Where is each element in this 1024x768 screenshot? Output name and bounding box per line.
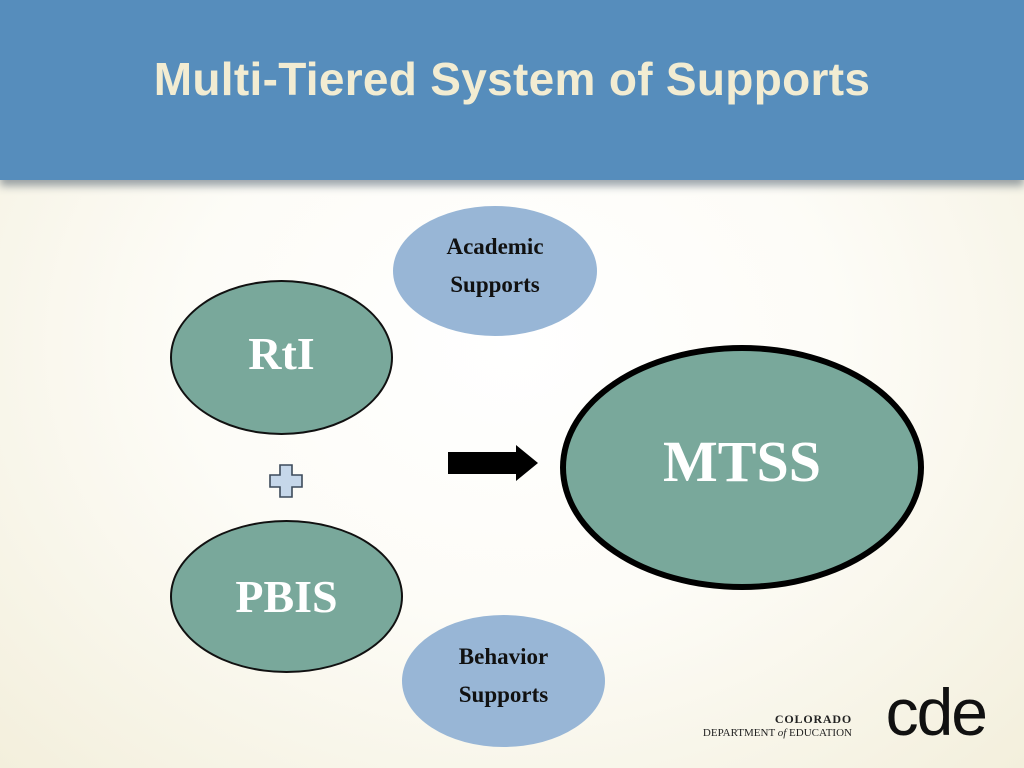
rti-label: RtI	[248, 328, 315, 379]
academic-line-2: Supports	[450, 272, 540, 297]
mtss-node: MTSS	[560, 345, 924, 590]
logo-cde-mark: cde	[885, 675, 988, 749]
logo-department-text: DEPARTMENT of EDUCATION	[702, 727, 852, 739]
mtss-label: MTSS	[663, 429, 821, 494]
plus-icon	[269, 464, 303, 498]
pbis-label: PBIS	[235, 571, 338, 622]
academic-line-1: Academic	[446, 234, 544, 259]
slide-title: Multi-Tiered System of Supports	[153, 53, 871, 105]
behavior-line-1: Behavior	[458, 644, 549, 669]
logo-colorado-text: COLORADO	[774, 712, 852, 726]
academic-supports-node: Academic Supports	[393, 206, 597, 336]
pbis-node: PBIS	[170, 520, 403, 673]
rti-node: RtI	[170, 280, 393, 435]
behavior-line-2: Supports	[458, 682, 549, 707]
right-arrow-icon	[448, 445, 538, 481]
cde-logo: COLORADO DEPARTMENT of EDUCATION cde	[690, 675, 990, 750]
title-banner: Multi-Tiered System of Supports	[0, 0, 1024, 180]
behavior-supports-node: Behavior Supports	[402, 615, 605, 747]
